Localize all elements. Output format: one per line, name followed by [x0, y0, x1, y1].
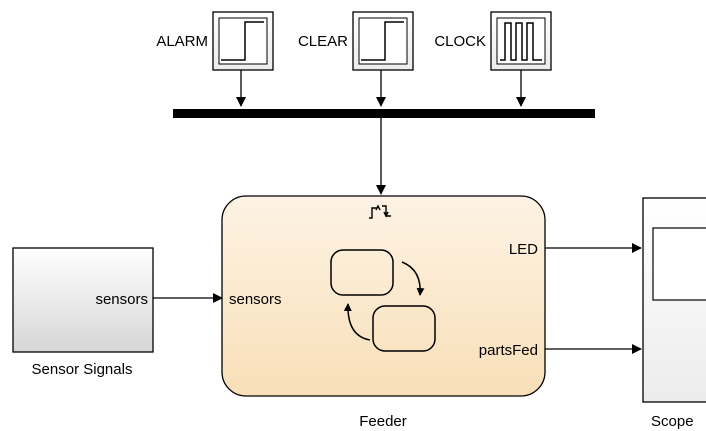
- clear-label: CLEAR: [298, 33, 348, 50]
- feeder-name: Feeder: [359, 413, 407, 430]
- clear-step-block[interactable]: CLEAR: [298, 11, 414, 71]
- trigger-edge-icon: [369, 204, 391, 219]
- feeder-chart-block[interactable]: sensors LED partsFed Feeder: [221, 195, 546, 430]
- step-icon: [358, 17, 408, 65]
- alarm-step-block[interactable]: ALARM: [156, 11, 274, 71]
- pulse-train-icon: [496, 17, 546, 65]
- chart-in-port-label: sensors: [229, 291, 282, 308]
- scope-block[interactable]: Scope: [642, 197, 706, 430]
- state-transition-icon: [330, 249, 436, 352]
- clock-label: CLOCK: [434, 33, 486, 50]
- scope-screen-icon: [652, 227, 706, 301]
- scope-name: Scope: [651, 413, 694, 430]
- sensor-signals-block[interactable]: sensors Sensor Signals: [12, 247, 154, 378]
- chart-out-port-partsfed: partsFed: [479, 342, 538, 359]
- sensor-out-port-label: sensors: [95, 291, 148, 308]
- chart-out-port-led: LED: [509, 241, 538, 258]
- sensor-signals-name: Sensor Signals: [32, 361, 133, 378]
- clock-pulse-block[interactable]: CLOCK: [434, 11, 552, 71]
- step-icon: [218, 17, 268, 65]
- alarm-label: ALARM: [156, 33, 208, 50]
- mux-bus-bar[interactable]: [173, 109, 595, 118]
